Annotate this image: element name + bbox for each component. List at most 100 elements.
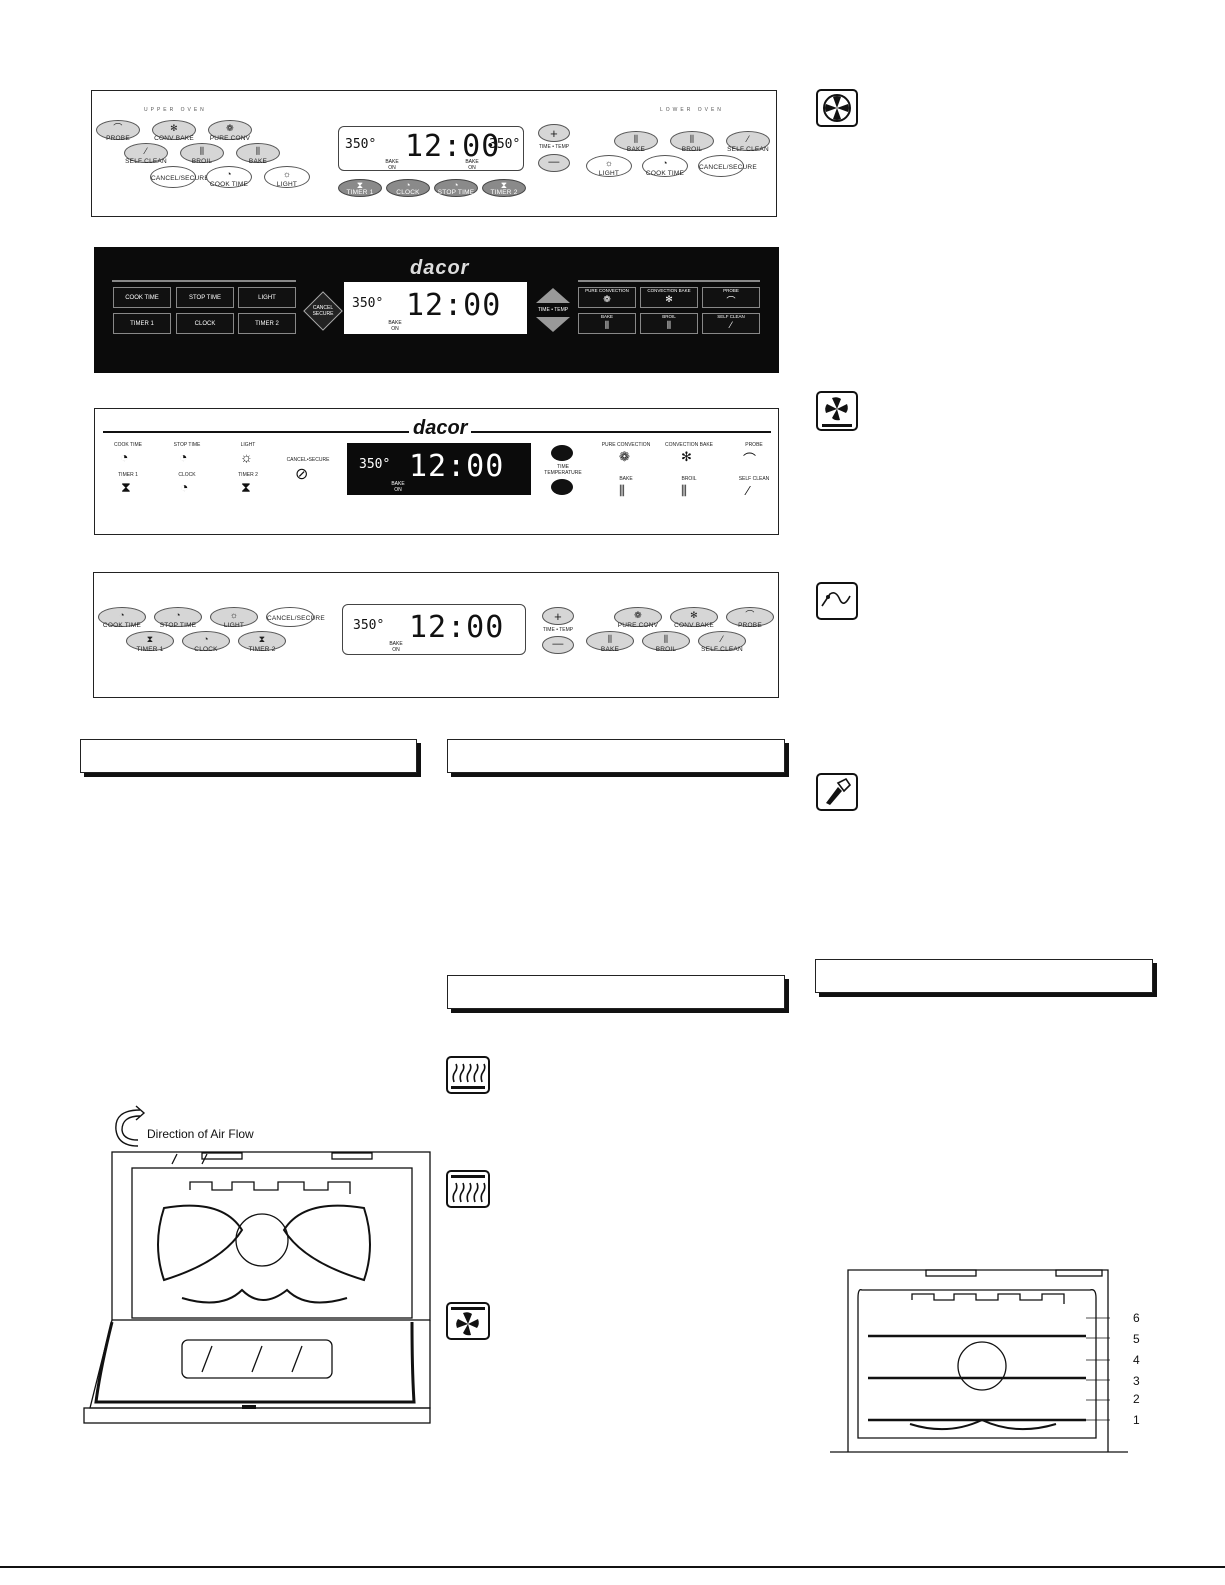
plus-button[interactable]: + bbox=[538, 124, 570, 142]
clock-icon[interactable]: ◔ bbox=[120, 449, 129, 465]
timer-1-label: TIMER 1 bbox=[118, 472, 138, 478]
light-button[interactable]: ☼LIGHT bbox=[264, 166, 310, 188]
fan-icon: ✻ bbox=[170, 123, 178, 133]
down-arrow-button[interactable] bbox=[536, 317, 570, 332]
control-panel-single-oven: ◔COOK TIME ◔STOP TIME ☼LIGHT CANCEL/SECU… bbox=[93, 572, 779, 698]
clock-readout: 12:00 bbox=[409, 449, 505, 484]
cancel-secure-button[interactable]: CANCEL/SECURE bbox=[266, 607, 325, 627]
brush-icon[interactable]: ⁄ bbox=[747, 483, 750, 498]
fan-icon: ✻ bbox=[690, 610, 698, 620]
pure-conv-button[interactable]: ❁PURE CONV bbox=[208, 120, 252, 142]
probe-button[interactable]: ⌒PROBE bbox=[96, 120, 140, 142]
bake-button[interactable]: ⫼BAKE bbox=[586, 631, 634, 653]
clock-icon[interactable]: ◔ bbox=[179, 449, 188, 465]
timer-1-button[interactable]: ⧗TIMER 1 bbox=[338, 179, 382, 197]
cook-time-button[interactable]: ◔COOK TIME bbox=[206, 166, 252, 188]
conv-bake-button[interactable]: ✻CONV BAKE bbox=[670, 607, 718, 629]
divider-left bbox=[112, 280, 296, 282]
brush-icon: ⁄ bbox=[730, 320, 732, 330]
lower-temp-readout: 350° bbox=[489, 137, 521, 152]
broil-button[interactable]: BROIL⫼ bbox=[640, 313, 698, 334]
upper-temp-readout: 350° bbox=[345, 137, 377, 152]
broil-icon bbox=[446, 1170, 490, 1208]
pure-convection-icon bbox=[816, 89, 858, 127]
bake-button[interactable]: ⫼BAKE bbox=[236, 143, 280, 165]
self-clean-button[interactable]: ⁄SELF CLEAN bbox=[124, 143, 168, 165]
plus-button[interactable]: + bbox=[542, 607, 574, 625]
conv-bake-button[interactable]: ✻CONV BAKE bbox=[152, 120, 196, 142]
stop-time-button[interactable]: ◔STOP TIME bbox=[154, 607, 202, 629]
clock-icon[interactable]: ◔ bbox=[180, 479, 189, 495]
light-label: LIGHT bbox=[240, 442, 256, 448]
light-icon[interactable]: ☼ bbox=[240, 449, 253, 465]
convection-bake-button[interactable]: CONVECTION BAKE✻ bbox=[640, 287, 698, 308]
lower-broil-button[interactable]: ⫼BROIL bbox=[670, 131, 714, 153]
lower-cancel-secure-button[interactable]: CANCEL/SECURE bbox=[698, 155, 757, 177]
cook-time-label: COOK TIME bbox=[114, 442, 142, 448]
broil-icon[interactable]: ⫼ bbox=[681, 483, 687, 498]
pure-fan-icon[interactable]: ❁ bbox=[619, 449, 630, 464]
pure-convection-button[interactable]: PURE CONVECTION❁ bbox=[578, 287, 636, 308]
brand-logo: dacor bbox=[410, 257, 470, 279]
clock-label: CLOCK bbox=[178, 472, 196, 478]
timer-2-button[interactable]: ⧗TIMER 2 bbox=[482, 179, 526, 197]
up-arrow-button[interactable] bbox=[551, 445, 573, 461]
lower-self-clean-button[interactable]: ⁄SELF CLEAN bbox=[726, 131, 770, 153]
lower-oven-label: LOWER OVEN bbox=[660, 107, 724, 113]
display-screen: 350° 12:00 BAKE ON bbox=[347, 443, 531, 495]
light-button[interactable]: ☼LIGHT bbox=[210, 607, 258, 629]
cook-time-button[interactable]: ◔COOK TIME bbox=[98, 607, 146, 629]
clock-button[interactable]: ◔CLOCK bbox=[386, 179, 430, 197]
cook-time-button[interactable]: COOK TIME bbox=[113, 287, 171, 308]
hourglass-icon: ⧗ bbox=[356, 180, 364, 190]
time-temp-label: TIME • TEMP bbox=[538, 144, 570, 150]
lower-bake-button[interactable]: ⫼BAKE bbox=[614, 131, 658, 153]
control-panel-black: dacor COOK TIME STOP TIME LIGHT TIMER 1 … bbox=[94, 247, 779, 373]
bake-icon: ⫼ bbox=[604, 320, 610, 330]
brush-icon: ⁄ bbox=[747, 134, 749, 144]
rack-position-1: 1 bbox=[1133, 1413, 1140, 1427]
time-temp-label: TIME • TEMP bbox=[542, 627, 574, 633]
bake-on-status: BAKE ON bbox=[389, 641, 403, 653]
stop-time-button[interactable]: ◔STOP TIME bbox=[434, 179, 478, 197]
bake-icon[interactable]: ⫼ bbox=[619, 483, 625, 498]
up-arrow-button[interactable] bbox=[536, 288, 570, 303]
minus-button[interactable]: — bbox=[542, 636, 574, 654]
cancel-secure-icon[interactable]: ⊘ bbox=[295, 466, 309, 483]
clock-button[interactable]: CLOCK bbox=[176, 313, 234, 334]
convection-bake-icon bbox=[816, 391, 858, 431]
stop-time-label: STOP TIME bbox=[173, 442, 201, 448]
minus-button[interactable]: — bbox=[538, 154, 570, 172]
self-clean-button[interactable]: SELF CLEAN⁄ bbox=[702, 313, 760, 334]
probe-button[interactable]: PROBE⌒ bbox=[702, 287, 760, 308]
broil-icon: ⫼ bbox=[666, 320, 672, 330]
hourglass-icon[interactable]: ⧗ bbox=[241, 479, 251, 495]
light-button[interactable]: LIGHT bbox=[238, 287, 296, 308]
broil-button[interactable]: ⫼BROIL bbox=[180, 143, 224, 165]
lower-light-button[interactable]: ☼LIGHT bbox=[586, 155, 632, 177]
clock-button[interactable]: ◔CLOCK bbox=[182, 631, 230, 653]
hourglass-icon[interactable]: ⧗ bbox=[121, 479, 131, 495]
pure-fan-icon: ❁ bbox=[634, 610, 642, 620]
stop-time-button[interactable]: STOP TIME bbox=[176, 287, 234, 308]
rack-position-2: 2 bbox=[1133, 1392, 1140, 1406]
clock-icon: ◔ bbox=[662, 158, 668, 168]
timer-1-button[interactable]: TIMER 1 bbox=[113, 313, 171, 334]
self-clean-button[interactable]: ⁄SELF CLEAN bbox=[698, 631, 746, 653]
pure-conv-button[interactable]: ❁PURE CONV bbox=[614, 607, 662, 629]
cancel-secure-button[interactable]: CANCEL/SECURE bbox=[150, 166, 209, 188]
timer-1-button[interactable]: ⧗TIMER 1 bbox=[126, 631, 174, 653]
timer-2-button[interactable]: TIMER 2 bbox=[238, 313, 296, 334]
clock-icon: ◔ bbox=[119, 610, 125, 620]
broil-button[interactable]: ⫼BROIL bbox=[642, 631, 690, 653]
fan-icon[interactable]: ✻ bbox=[681, 449, 692, 464]
bake-button[interactable]: BAKE⫼ bbox=[578, 313, 636, 334]
upper-oven-label: UPPER OVEN bbox=[144, 107, 207, 113]
probe-icon[interactable]: ⌒ bbox=[743, 452, 757, 467]
probe-button[interactable]: ⌒PROBE bbox=[726, 607, 774, 629]
probe-icon bbox=[816, 582, 858, 620]
timer-2-button[interactable]: ⧗TIMER 2 bbox=[238, 631, 286, 653]
down-arrow-button[interactable] bbox=[551, 479, 573, 495]
bake-on-status-right: BAKE ON bbox=[465, 159, 479, 171]
lower-cook-time-button[interactable]: ◔COOK TIME bbox=[642, 155, 688, 177]
